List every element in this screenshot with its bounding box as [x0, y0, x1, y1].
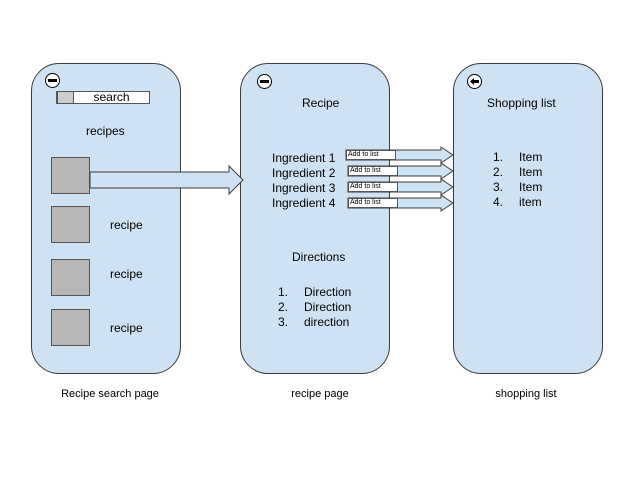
- direction-text: direction: [304, 315, 350, 329]
- list-number: 3.: [278, 315, 289, 329]
- list-number: 4.: [493, 195, 504, 209]
- recipe-screen: [240, 63, 390, 374]
- ingredient-label: Ingredient 4: [272, 196, 336, 210]
- list-item: 3. direction: [278, 315, 368, 330]
- directions-list: 1. Direction 2. Direction 3. direction: [278, 285, 368, 330]
- list-number: 2.: [278, 300, 289, 314]
- list-number: 2.: [493, 165, 504, 179]
- add-to-list-button[interactable]: Add to list: [348, 182, 398, 192]
- recipe-thumbnail[interactable]: [51, 309, 90, 346]
- recipe-item-label[interactable]: recipe: [110, 321, 143, 335]
- shopping-item-text: Item: [519, 150, 543, 164]
- shopping-list-title: Shopping list: [487, 96, 556, 110]
- recipe-thumbnail[interactable]: [51, 206, 90, 243]
- list-item: 4. item: [493, 195, 573, 210]
- search-label: search: [93, 90, 130, 104]
- shopping-item-text: Item: [519, 180, 543, 194]
- recipe-item-label[interactable]: recipe: [110, 267, 143, 281]
- ingredient-label: Ingredient 1: [272, 151, 336, 165]
- recipe-thumbnail[interactable]: [51, 157, 90, 194]
- recipe-page-caption: recipe page: [291, 388, 349, 400]
- list-item: 2. Direction: [278, 300, 368, 315]
- directions-heading: Directions: [292, 250, 346, 264]
- shopping-item-text: item: [519, 195, 542, 209]
- add-to-list-button[interactable]: Add to list: [348, 166, 398, 176]
- search-page-caption: Recipe search page: [61, 388, 159, 400]
- search-button[interactable]: [57, 91, 74, 104]
- recipe-thumbnail[interactable]: [51, 259, 90, 296]
- list-number: 3.: [493, 180, 504, 194]
- list-number: 1.: [493, 150, 504, 164]
- list-item: 1. Direction: [278, 285, 368, 300]
- shopping-items-list: 1. Item 2. Item 3. Item 4. item: [493, 150, 573, 210]
- recipes-heading: recipes: [86, 124, 125, 138]
- recipe-item-label[interactable]: recipe: [110, 218, 143, 232]
- minus-circle-icon[interactable]: [45, 73, 60, 88]
- add-to-list-button[interactable]: Add to list: [348, 198, 398, 208]
- shopping-list-caption: shopping list: [495, 388, 557, 400]
- shopping-item-text: Item: [519, 165, 543, 179]
- list-item: 1. Item: [493, 150, 573, 165]
- back-arrow-circle-icon[interactable]: [467, 74, 482, 89]
- add-to-list-button[interactable]: Add to list: [346, 150, 396, 160]
- list-number: 1.: [278, 285, 289, 299]
- direction-text: Direction: [304, 300, 352, 314]
- search-input[interactable]: search: [56, 91, 150, 104]
- list-item: 2. Item: [493, 165, 573, 180]
- list-item: 3. Item: [493, 180, 573, 195]
- ingredient-label: Ingredient 2: [272, 166, 336, 180]
- ingredient-label: Ingredient 3: [272, 181, 336, 195]
- minus-circle-icon[interactable]: [257, 74, 272, 89]
- recipe-item-label[interactable]: recipe: [110, 171, 143, 185]
- direction-text: Direction: [304, 285, 352, 299]
- shopping-list-screen: [453, 63, 603, 374]
- recipe-title: Recipe: [302, 96, 340, 110]
